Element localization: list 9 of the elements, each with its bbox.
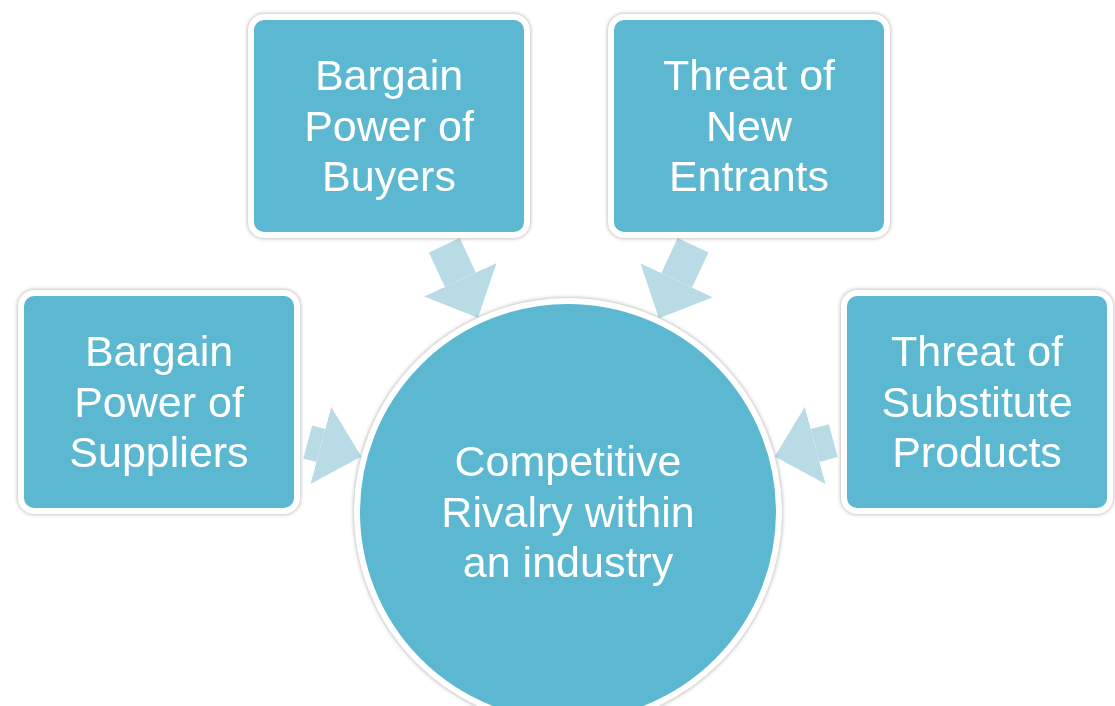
- block-arrow: [424, 238, 497, 318]
- block-arrow: [640, 238, 713, 319]
- node-text: Threat of New Entrants: [661, 49, 837, 203]
- node-text: Threat of Substitute Products: [880, 325, 1074, 479]
- node-text: Bargain Power of Buyers: [303, 49, 475, 203]
- node-text: Bargain Power of Suppliers: [68, 325, 250, 479]
- block-arrow: [303, 406, 362, 485]
- node-text: Competitive Rivalry within an industry: [440, 435, 696, 589]
- block-arrow: [774, 406, 838, 485]
